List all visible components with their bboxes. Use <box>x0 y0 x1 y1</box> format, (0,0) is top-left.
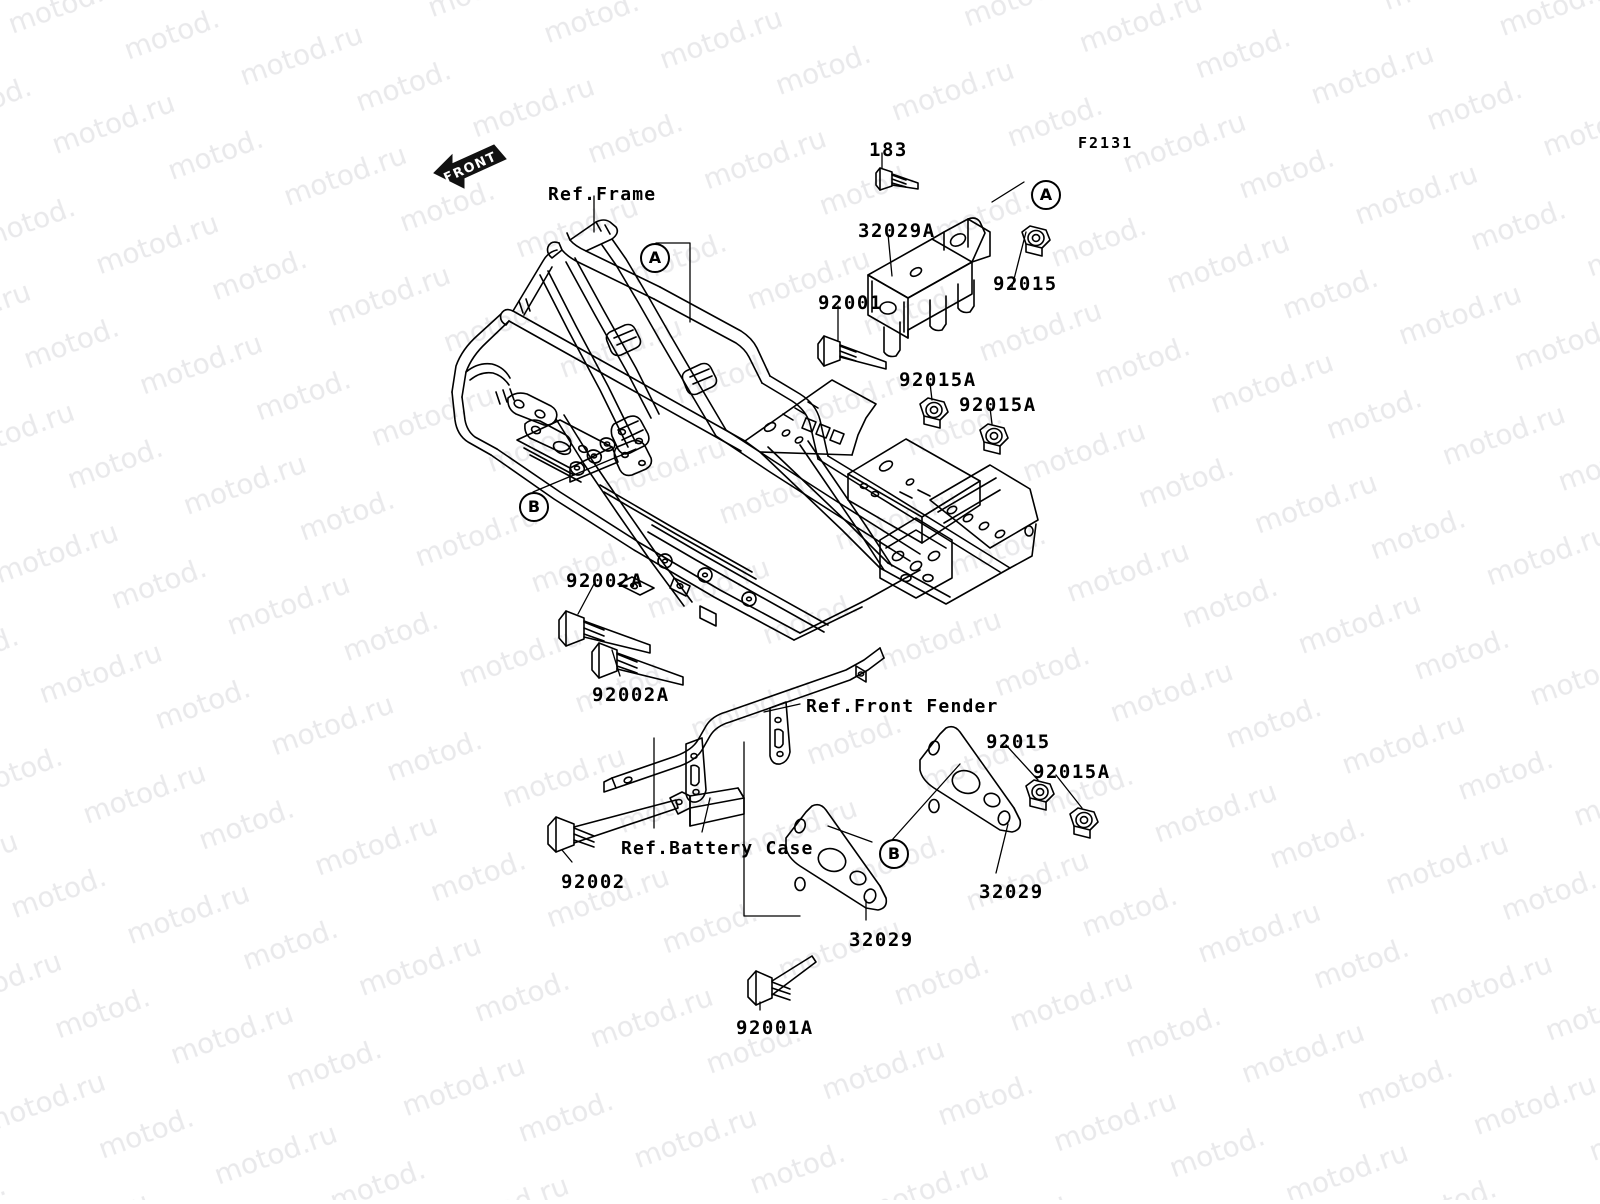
part-label-92015a-right: 92015A <box>959 394 1037 416</box>
part-label-183: 183 <box>869 139 908 161</box>
front-direction-arrow: FRONT <box>430 143 510 205</box>
part-label-92002a-lower: 92002A <box>592 684 670 706</box>
svg-text:FRONT: FRONT <box>442 149 500 186</box>
diagram-code: F2131 <box>1078 134 1134 152</box>
callout-marker-b-frame: B <box>519 492 549 522</box>
part-label-92015-bottom: 92015 <box>986 731 1051 753</box>
ref-label-front-fender: Ref.Front Fender <box>806 696 999 717</box>
part-label-92001: 92001 <box>818 292 883 314</box>
part-label-92015a-bottom: 92015A <box>1033 761 1111 783</box>
ref-label-frame: Ref.Frame <box>548 184 657 205</box>
part-label-92002: 92002 <box>561 871 626 893</box>
ref-label-battery-case: Ref.Battery Case <box>621 838 814 859</box>
part-label-92015a-left: 92015A <box>899 369 977 391</box>
part-label-32029-left: 32029 <box>849 929 914 951</box>
callout-marker-a-frame: A <box>640 243 670 273</box>
part-label-32029a: 32029A <box>858 220 936 242</box>
callout-marker-a-bracket: A <box>1031 180 1061 210</box>
part-label-92015-top: 92015 <box>993 273 1058 295</box>
callout-marker-b-bracket: B <box>879 839 909 869</box>
part-label-92002a-upper: 92002A <box>566 570 644 592</box>
part-label-92001a: 92001A <box>736 1017 814 1039</box>
part-label-32029-right: 32029 <box>979 881 1044 903</box>
